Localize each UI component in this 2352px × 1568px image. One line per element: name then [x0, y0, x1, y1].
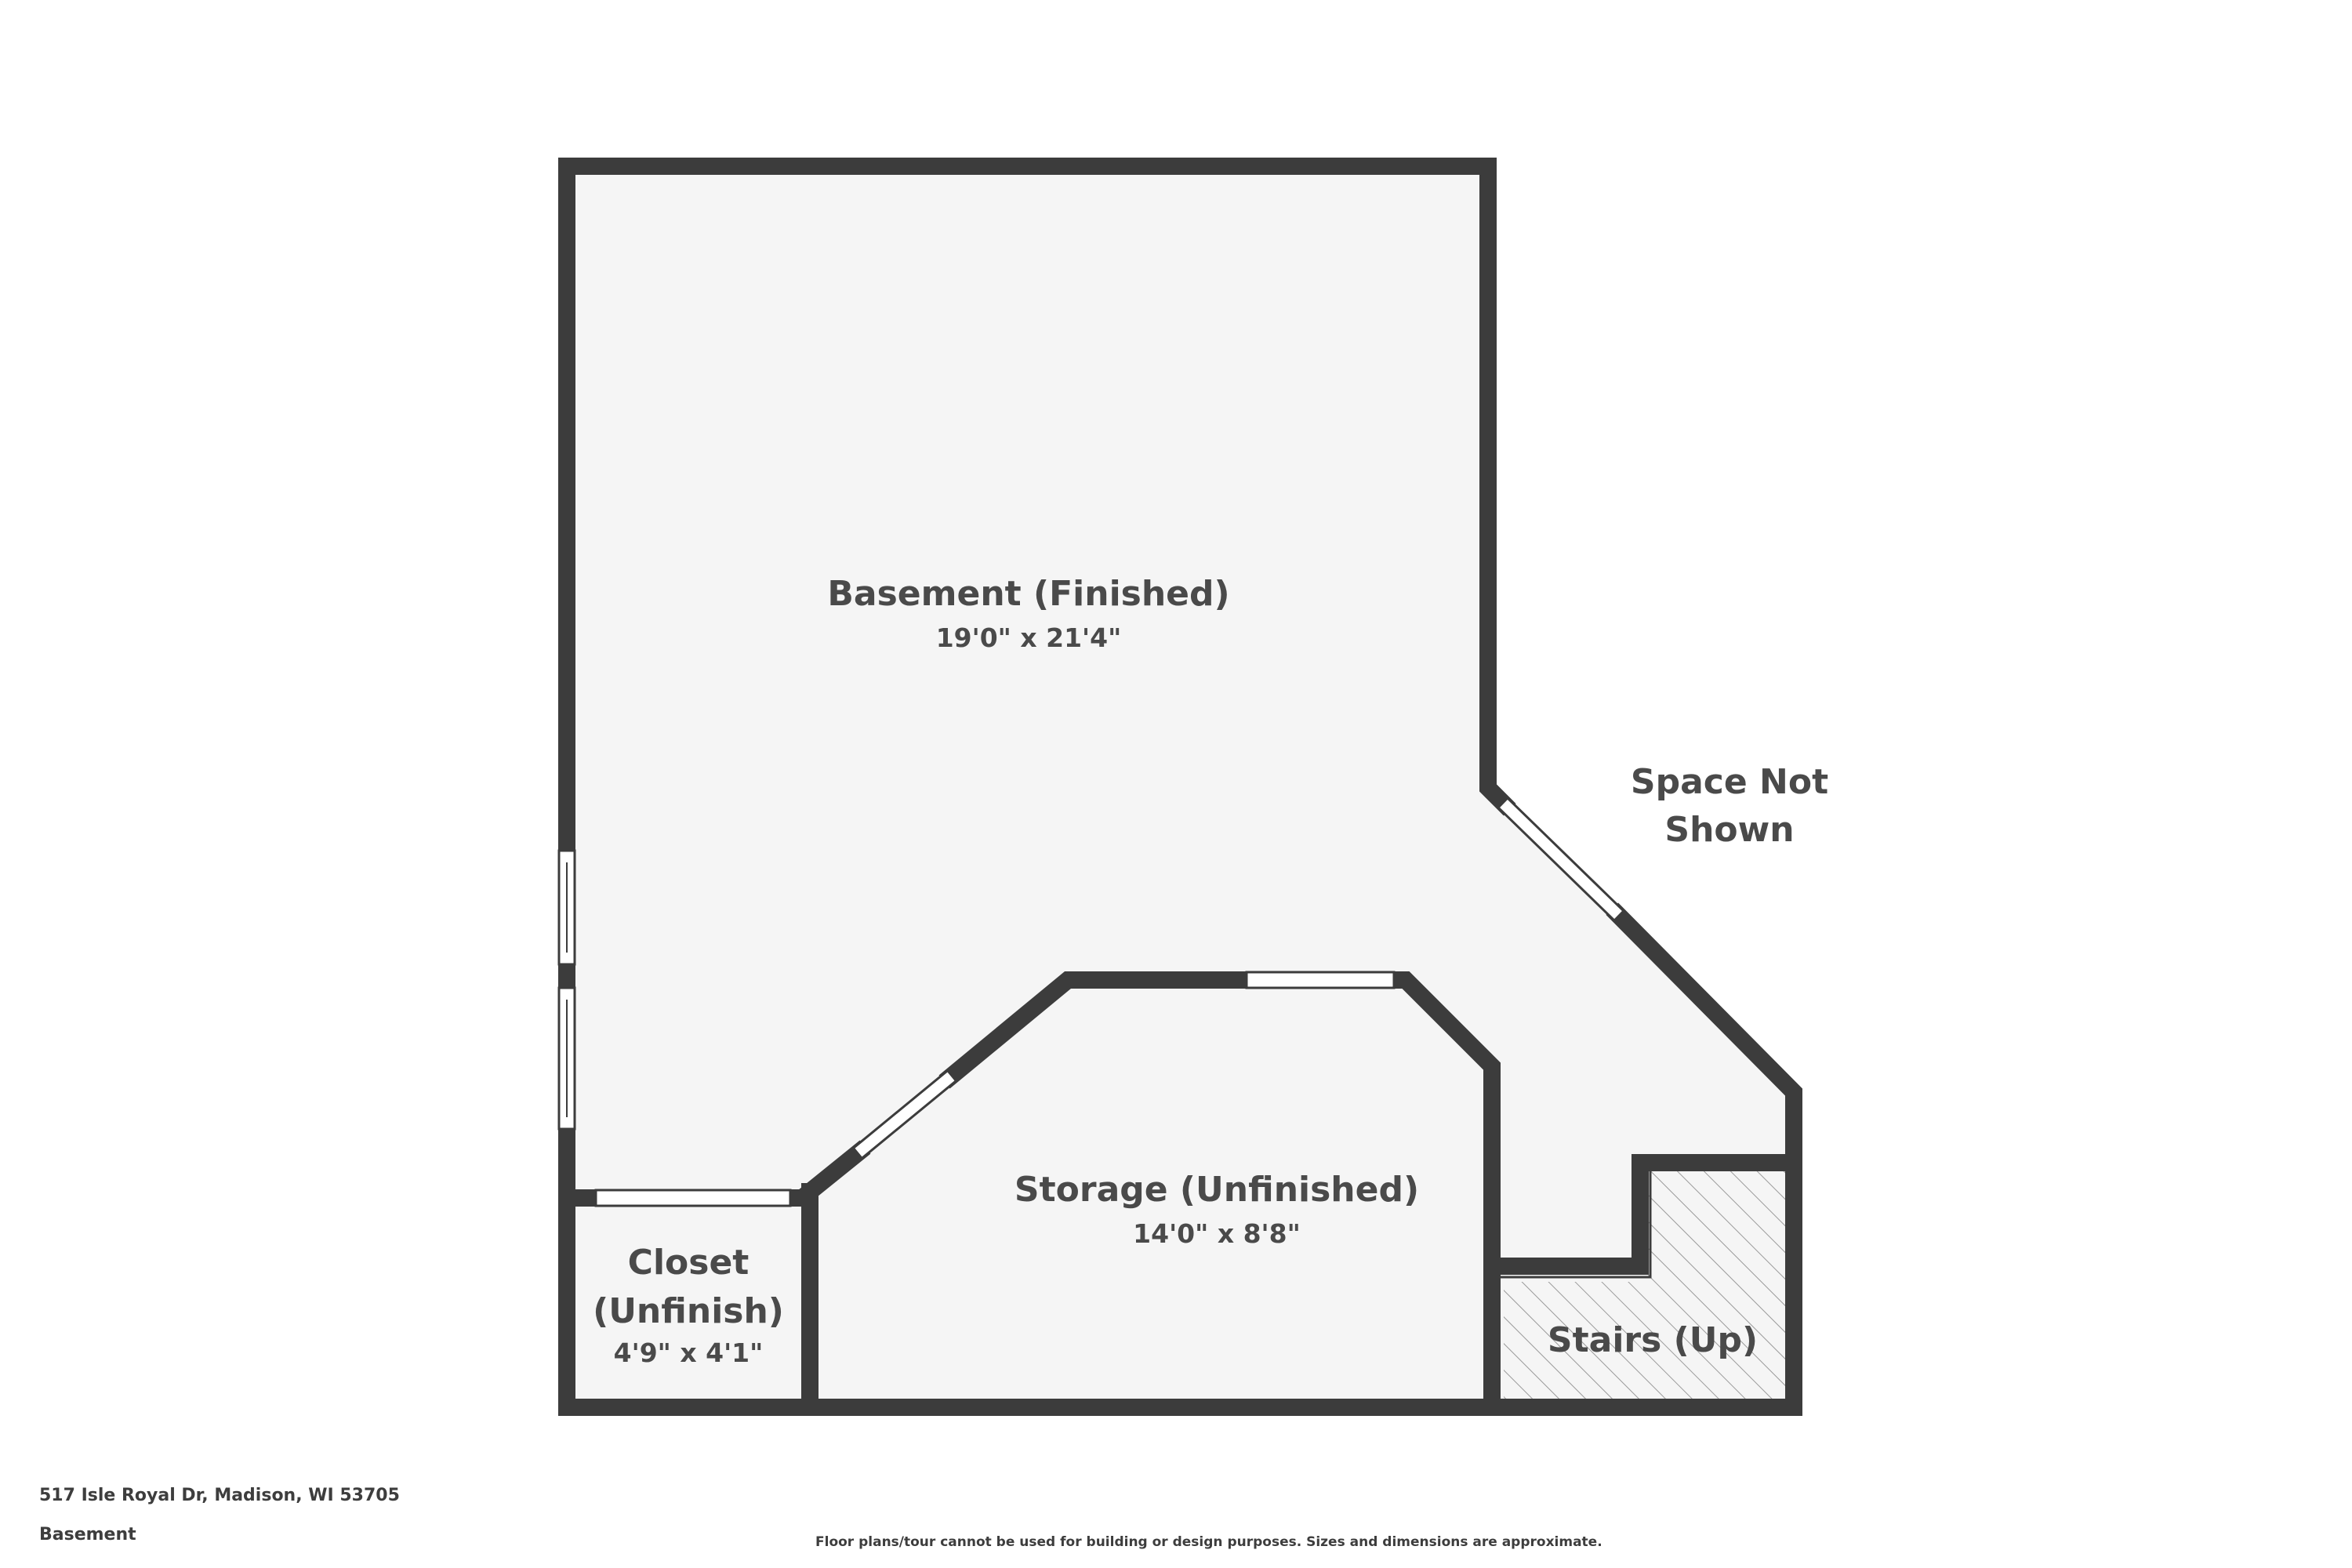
stairs-hatch [1504, 1163, 1794, 1407]
property-address: 517 Isle Royal Dr, Madison, WI 53705 [39, 1486, 400, 1505]
floor-label: Basement [39, 1525, 136, 1544]
stairs-outline [1492, 1164, 1788, 1279]
space-not-shown-label-2: Shown [1664, 810, 1794, 850]
closet-room-name-2: (Unfinish) [593, 1291, 784, 1331]
space-not-shown-label-1: Space Not [1631, 762, 1828, 802]
windows [557, 849, 1396, 1207]
basement-room-name: Basement (Finished) [827, 574, 1229, 614]
stairs-room-name: Stairs (Up) [1548, 1320, 1758, 1360]
diagonal-openings [853, 797, 1624, 1159]
walls [558, 158, 1802, 1416]
storage-room-name: Storage (Unfinished) [1014, 1170, 1419, 1210]
basement-room-dims: 19'0" x 21'4" [936, 622, 1122, 653]
storage-room-dims: 14'0" x 8'8" [1133, 1218, 1301, 1249]
closet-room-dims: 4'9" x 4'1" [614, 1338, 764, 1368]
disclaimer-text: Floor plans/tour cannot be used for buil… [815, 1534, 1602, 1550]
closet-room-name-1: Closet [628, 1243, 750, 1283]
closet-opening [594, 1189, 792, 1207]
storage-top-opening [1245, 971, 1396, 989]
